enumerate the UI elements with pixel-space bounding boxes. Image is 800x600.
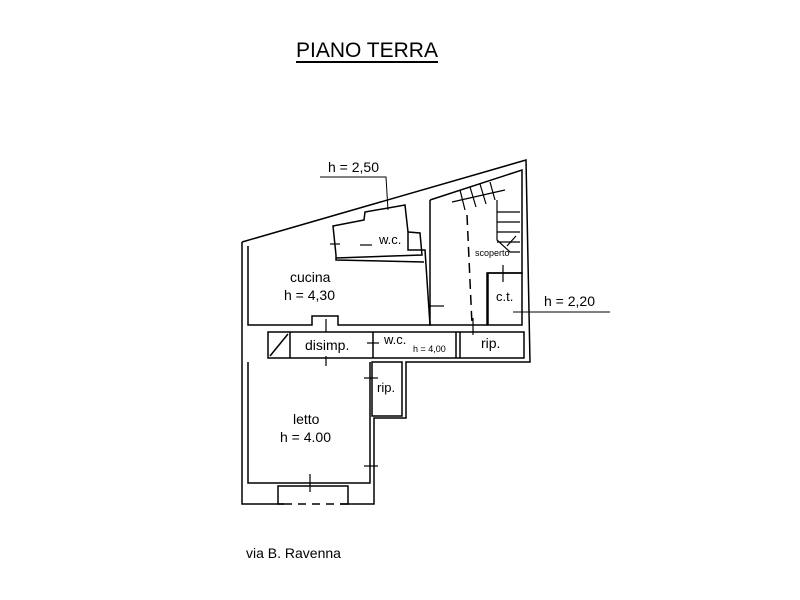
letto-wall (247, 362, 371, 484)
cucina-wall (247, 204, 431, 326)
room-label-wc-lower: w.c. (384, 332, 407, 347)
room-label-scoperto: scoperto (475, 248, 510, 258)
window-letto (277, 485, 349, 505)
room-label-cucina: cucina (290, 269, 331, 285)
room-height-wc-lower: h = 4,00 (413, 344, 446, 354)
rip-small-room (371, 361, 403, 417)
scoperto-wall (429, 168, 523, 326)
room-height-letto: h = 4.00 (280, 429, 331, 445)
plan-title: PIANO TERRA (296, 39, 438, 62)
room-label-wc-upper: w.c. (379, 232, 402, 247)
wc-upper-wall (335, 231, 423, 259)
ct-room (487, 272, 523, 326)
stairs (451, 181, 520, 253)
height-label-wc: h = 2,50 (328, 159, 379, 175)
room-height-cucina: h = 4,30 (284, 287, 335, 303)
door-marks (309, 243, 504, 492)
height-label-ct: h = 2,20 (544, 293, 595, 309)
leader-h250 (320, 176, 389, 211)
room-label-rip-right: rip. (481, 335, 501, 351)
corridor (267, 331, 525, 359)
room-label-ct: c.t. (496, 289, 514, 304)
street-label: via B. Ravenna (246, 545, 341, 561)
room-label-letto: letto (293, 411, 320, 427)
room-label-disimp: disimp. (305, 337, 350, 353)
room-label-rip-small: rip. (377, 380, 396, 395)
